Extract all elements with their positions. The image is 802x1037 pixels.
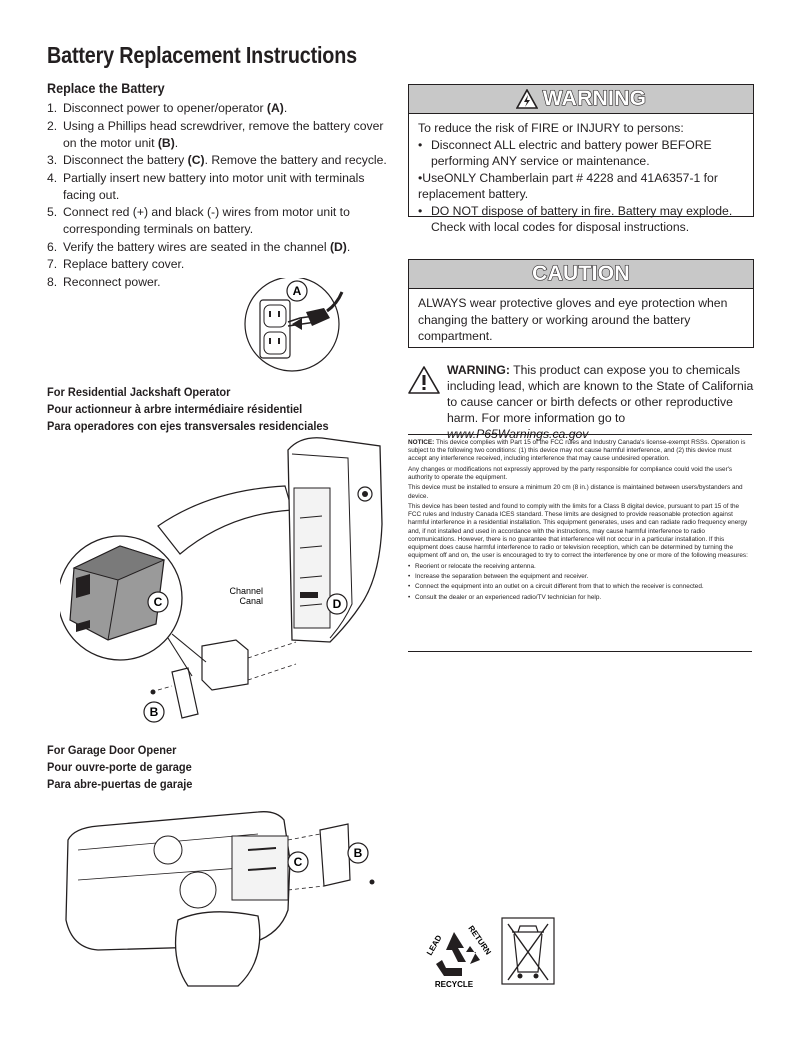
caution-box: CAUTION ALWAYS wear protective gloves an…: [408, 259, 754, 348]
notice-p3: This device must be installed to ensure …: [408, 484, 743, 500]
callout-c-label: C: [154, 595, 163, 609]
plug-body: [306, 308, 330, 326]
step-7: 7.Replace battery cover.: [47, 257, 185, 271]
callout-d-label: D: [333, 597, 342, 611]
outlet-top: [263, 304, 287, 328]
hazard-icon: [515, 89, 538, 109]
plug-cord: [326, 291, 344, 313]
caution-title: CAUTION: [532, 261, 631, 285]
battery-bay: [293, 487, 331, 629]
battery-terminal: [76, 574, 90, 598]
warning-bullet-1: •Disconnect ALL electric and battery pow…: [418, 137, 712, 169]
callout-c-garage-label: C: [294, 855, 303, 869]
cover-screw-icon: [369, 879, 375, 885]
step-3: 3.Disconnect the battery (C). Remove the…: [47, 153, 387, 167]
light-lens: [174, 911, 261, 987]
prop65-text: WARNING: This product can expose you to …: [447, 363, 754, 441]
jackshaft-illustration: C Channel Canal D B: [60, 437, 383, 723]
warning-header: WARNING: [409, 85, 753, 114]
step-5: 5.Connect red (+) and black (-) wires fr…: [47, 205, 350, 236]
replace-steps: 1.Disconnect power to opener/operator (A…: [47, 100, 397, 291]
canal-label: Canal: [239, 596, 263, 606]
garage-caption: For Garage Door Opener Pour ouvre-porte …: [47, 743, 193, 791]
battery-cover: [171, 667, 199, 719]
arrow-icon: [292, 318, 302, 330]
callout-a-label: A: [293, 284, 302, 298]
recycle-label: RECYCLE: [435, 980, 474, 989]
step-8: 8.Reconnect power.: [47, 274, 161, 289]
opener-battery-cover: [319, 823, 351, 887]
channel-slot: [300, 592, 318, 598]
replacement-battery: [201, 639, 249, 691]
jackshaft-caption: For Residential Jackshaft Operator Pour …: [47, 385, 329, 433]
warning-bullet-3: •DO NOT dispose of battery in fire. Batt…: [418, 203, 733, 235]
step-1: 1.Disconnect power to opener/operator (A…: [47, 101, 288, 115]
bracket-arm: [157, 485, 293, 555]
motor-gear: [153, 835, 183, 865]
notice-measure: Connect the equipment into an outlet on …: [408, 583, 752, 591]
step-2: 2.Using a Phillips head screwdriver, rem…: [47, 118, 384, 150]
page-title: Battery Replacement Instructions: [47, 42, 357, 68]
step-4: 4.Partially insert new battery into moto…: [47, 170, 365, 202]
replace-heading: Replace the Battery: [47, 80, 165, 96]
caution-header: CAUTION: [409, 260, 753, 289]
warning-triangle-icon: [408, 366, 440, 394]
caution-text: ALWAYS wear protective gloves and eye pr…: [418, 296, 728, 343]
notice-measure: Consult the dealer or an experienced rad…: [408, 594, 752, 602]
callout-d: [326, 593, 348, 615]
warning-box: WARNING To reduce the risk of FIRE or IN…: [408, 84, 754, 234]
warning-title: WARNING: [542, 86, 647, 110]
fcc-notice: NOTICE: This device complies with Part 1…: [408, 434, 752, 652]
outlet-illustration: A: [244, 278, 344, 372]
notice-p4: This device has been tested and found to…: [408, 502, 748, 560]
screw-icon: [150, 689, 156, 695]
notice-measure: Reorient or relocate the receiving anten…: [408, 563, 752, 571]
callout-b-garage-label: B: [354, 846, 363, 860]
notice-measure: Increase the separation between the equi…: [408, 573, 752, 581]
recycle-icon: LEAD RETURN RECYCLE: [425, 924, 493, 989]
notice-p1: NOTICE: This device complies with Part 1…: [408, 439, 746, 463]
callout-a: [286, 280, 308, 302]
outlet-bottom: [263, 331, 287, 355]
callout-b: [143, 701, 165, 723]
callout-b-label: B: [150, 705, 159, 719]
garage-opener-illustration: C B: [65, 811, 375, 987]
opener-battery-bay: [231, 835, 289, 901]
callout-c-garage: [287, 851, 309, 873]
crossed-bin-icon: [501, 917, 555, 985]
notice-measures: Reorient or relocate the receiving anten…: [408, 563, 752, 603]
callout-c: [147, 591, 169, 613]
channel-label: Channel: [229, 586, 263, 596]
warning-bullet-2: •UseONLY Chamberlain part # 4228 and 41A…: [418, 170, 718, 202]
warning-intro: To reduce the risk of FIRE or INJURY to …: [418, 121, 684, 135]
step-6: 6.Verify the battery wires are seated in…: [47, 239, 351, 254]
lead-label: LEAD: [425, 933, 444, 957]
notice-p2: Any changes or modifications not express…: [408, 465, 733, 481]
callout-b-garage: [347, 842, 369, 864]
